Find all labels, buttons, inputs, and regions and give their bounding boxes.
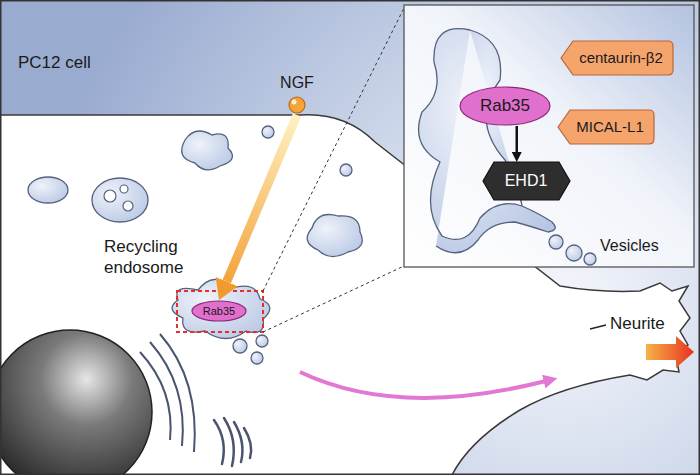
multivesicular-body bbox=[92, 178, 148, 222]
nucleus bbox=[0, 330, 152, 475]
hexagon-shape bbox=[483, 162, 570, 200]
callout-label: PC12 cell bbox=[18, 52, 91, 73]
vesicle bbox=[566, 245, 582, 261]
endosomes bbox=[28, 126, 362, 364]
er-cisterna bbox=[160, 334, 195, 452]
protein-oval: Rab35 bbox=[459, 86, 551, 126]
zoom-line bbox=[263, 266, 404, 332]
node-text: centaurin-β2 bbox=[579, 49, 663, 66]
node-text: EHD1 bbox=[505, 172, 548, 190]
golgi-stack bbox=[214, 420, 224, 464]
vesicle bbox=[584, 253, 596, 265]
ball-highlight bbox=[292, 100, 297, 105]
transport-arrow bbox=[300, 372, 546, 398]
vesicle bbox=[233, 339, 247, 353]
vesicle bbox=[251, 352, 263, 364]
leader-line bbox=[590, 325, 606, 329]
protein-tag: centaurin-β2 bbox=[561, 41, 673, 75]
tag-shape bbox=[558, 110, 654, 144]
golgi bbox=[214, 418, 251, 466]
vesicle bbox=[549, 235, 563, 249]
callout-label: Recycling endosome bbox=[104, 236, 200, 279]
inset-vesicles bbox=[549, 235, 596, 265]
rab35-oval bbox=[460, 87, 550, 125]
signal-arrow bbox=[227, 115, 297, 282]
endoplasmic-reticulum bbox=[140, 334, 195, 452]
protein-tag: MICAL-L1 bbox=[558, 110, 654, 144]
intraluminal-vesicle bbox=[104, 190, 116, 202]
ligand: NGF bbox=[278, 74, 316, 115]
zoom-box bbox=[177, 291, 263, 332]
golgi-stack bbox=[244, 428, 251, 458]
endosome bbox=[307, 215, 362, 257]
endosome bbox=[182, 131, 233, 170]
intraluminal-vesicle bbox=[120, 185, 128, 193]
node-text: Rab35 bbox=[203, 305, 235, 318]
growth-arrow bbox=[646, 336, 694, 368]
node-text: NGF bbox=[280, 74, 314, 92]
golgi-stack bbox=[234, 422, 242, 462]
recycling-endosome bbox=[172, 279, 270, 338]
inset-endosome bbox=[419, 29, 556, 253]
vesicle bbox=[256, 335, 268, 347]
intraluminal-vesicle bbox=[123, 201, 133, 211]
er-cisterna bbox=[150, 342, 183, 446]
endosome bbox=[28, 177, 68, 203]
activation-arrow bbox=[516, 126, 519, 152]
inset-panel bbox=[404, 5, 694, 267]
protein-oval: Rab35 bbox=[191, 300, 247, 322]
callout-label: Vesicles bbox=[600, 236, 659, 256]
node-text: MICAL-L1 bbox=[576, 118, 644, 135]
node-text: Rab35 bbox=[480, 96, 530, 116]
tag-shape bbox=[561, 41, 673, 75]
vesicle bbox=[340, 164, 352, 176]
ngf-ball bbox=[289, 97, 305, 113]
vesicle bbox=[262, 126, 274, 138]
callout-label: Neurite bbox=[610, 313, 665, 334]
multivesicular-body-contents bbox=[104, 185, 133, 211]
rab35-oval bbox=[192, 301, 246, 321]
golgi-stack bbox=[224, 418, 234, 466]
protein-hexagon: EHD1 bbox=[483, 162, 570, 200]
